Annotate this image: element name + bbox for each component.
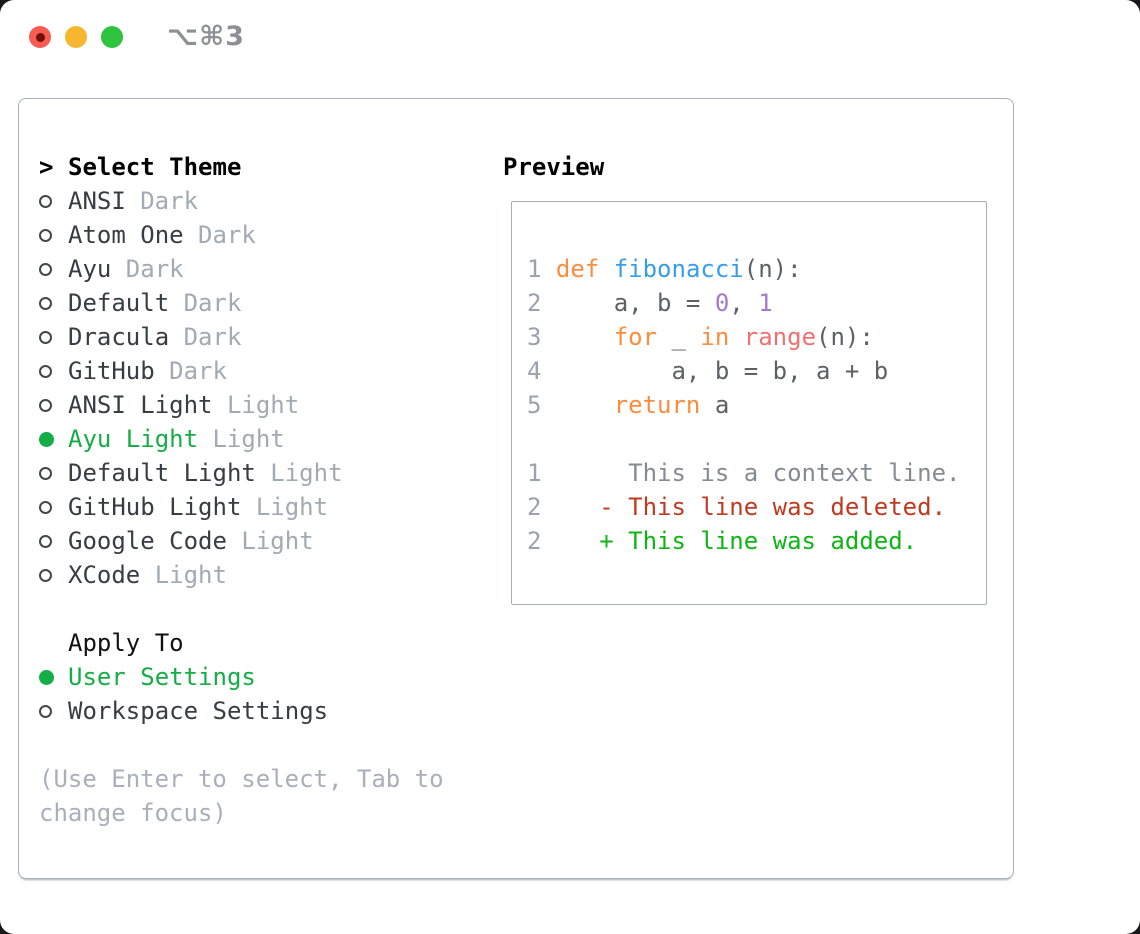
theme-name: Atom One [68, 221, 184, 249]
theme-option[interactable]: Default Light Light [39, 456, 343, 490]
theme-option[interactable]: ANSI Light Light [39, 388, 343, 422]
code-line: 3 for _ in range(n): [527, 320, 986, 354]
theme-variant: Light [226, 391, 300, 419]
radio-icon [39, 534, 68, 548]
theme-option[interactable]: Default Dark [39, 286, 343, 320]
theme-variant: Dark [183, 289, 242, 317]
line-number: 3 [527, 323, 542, 351]
radio-selected-icon [39, 431, 68, 447]
radio-icon [39, 330, 68, 344]
zoom-button[interactable] [101, 26, 123, 48]
line-number: 2 [527, 493, 542, 521]
theme-name: Ayu Light [68, 425, 199, 453]
radio-icon [39, 500, 68, 514]
radio-icon [39, 364, 68, 378]
theme-list-header-row: > Select Theme [39, 150, 343, 184]
line-number: 1 [527, 459, 542, 487]
radio-icon [39, 398, 68, 412]
apply-to-title: Apply To [68, 629, 184, 657]
theme-option[interactable]: ANSI Dark [39, 184, 343, 218]
theme-name: GitHub [68, 357, 155, 385]
apply-option[interactable]: Workspace Settings [39, 694, 328, 728]
theme-variant: Light [270, 459, 343, 487]
theme-variant: Light [255, 493, 329, 521]
theme-variant: Dark [169, 357, 227, 385]
radio-icon [39, 296, 68, 310]
theme-option[interactable]: Google Code Light [39, 524, 343, 558]
theme-name: Ayu [68, 255, 112, 283]
theme-variant: Light [212, 425, 285, 453]
code-line: 5 return a [527, 388, 986, 422]
apply-to-header-row: Apply To [39, 626, 328, 660]
theme-option[interactable]: Ayu Dark [39, 252, 343, 286]
theme-option[interactable]: Dracula Dark [39, 320, 343, 354]
theme-option[interactable]: Atom One Dark [39, 218, 343, 252]
code-line: 2 + This line was added. [527, 524, 986, 558]
theme-name: ANSI [68, 187, 126, 215]
theme-option[interactable]: XCode Light [39, 558, 343, 592]
theme-variant: Dark [198, 221, 256, 249]
line-number: 5 [527, 391, 542, 419]
line-number: 1 [527, 255, 542, 283]
minimize-button[interactable] [65, 26, 87, 48]
keyboard-hint: (Use Enter to select, Tab to change focu… [39, 762, 444, 830]
theme-name: Default Light [68, 459, 256, 487]
keyboard-hint-line: (Use Enter to select, Tab to [39, 765, 444, 793]
theme-name: GitHub Light [68, 493, 242, 521]
preview-title: Preview [503, 153, 605, 181]
code-line: 4 a, b = b, a + b [527, 354, 986, 388]
theme-name: Default [68, 289, 170, 317]
line-number: 2 [527, 527, 542, 555]
radio-icon [39, 568, 68, 582]
theme-variant: Dark [140, 187, 199, 215]
apply-option-label: User Settings [68, 663, 256, 691]
close-button[interactable] [29, 26, 51, 48]
apply-option-label: Workspace Settings [68, 697, 329, 725]
line-number: 2 [527, 289, 542, 317]
theme-name: Google Code [68, 527, 227, 555]
cursor-icon: > [39, 153, 54, 181]
theme-variant: Dark [125, 255, 184, 283]
theme-list-title: Select Theme [68, 153, 242, 181]
keyboard-hint-line: change focus) [39, 799, 227, 827]
code-line: 1 This is a context line. [527, 456, 986, 490]
theme-name: ANSI Light [68, 391, 213, 419]
code-line: 2 a, b = 0, 1 [527, 286, 986, 320]
theme-option[interactable]: GitHub Light Light [39, 490, 343, 524]
radio-icon [39, 704, 68, 718]
theme-option[interactable]: Ayu Light Light [39, 422, 343, 456]
line-number: 4 [527, 357, 542, 385]
theme-option[interactable]: GitHub Dark [39, 354, 343, 388]
theme-name: XCode [68, 561, 141, 589]
code-line: 2 - This line was deleted. [527, 490, 986, 524]
code-line [527, 422, 986, 456]
apply-option[interactable]: User Settings [39, 660, 328, 694]
theme-variant: Dark [183, 323, 242, 351]
radio-selected-icon [39, 669, 68, 685]
radio-icon [39, 194, 68, 208]
theme-variant: Light [154, 561, 227, 589]
theme-variant: Light [241, 527, 314, 555]
radio-icon [39, 466, 68, 480]
radio-icon [39, 262, 68, 276]
radio-icon [39, 228, 68, 242]
window-title: ⌥⌘3 [167, 21, 245, 52]
theme-name: Dracula [68, 323, 170, 351]
